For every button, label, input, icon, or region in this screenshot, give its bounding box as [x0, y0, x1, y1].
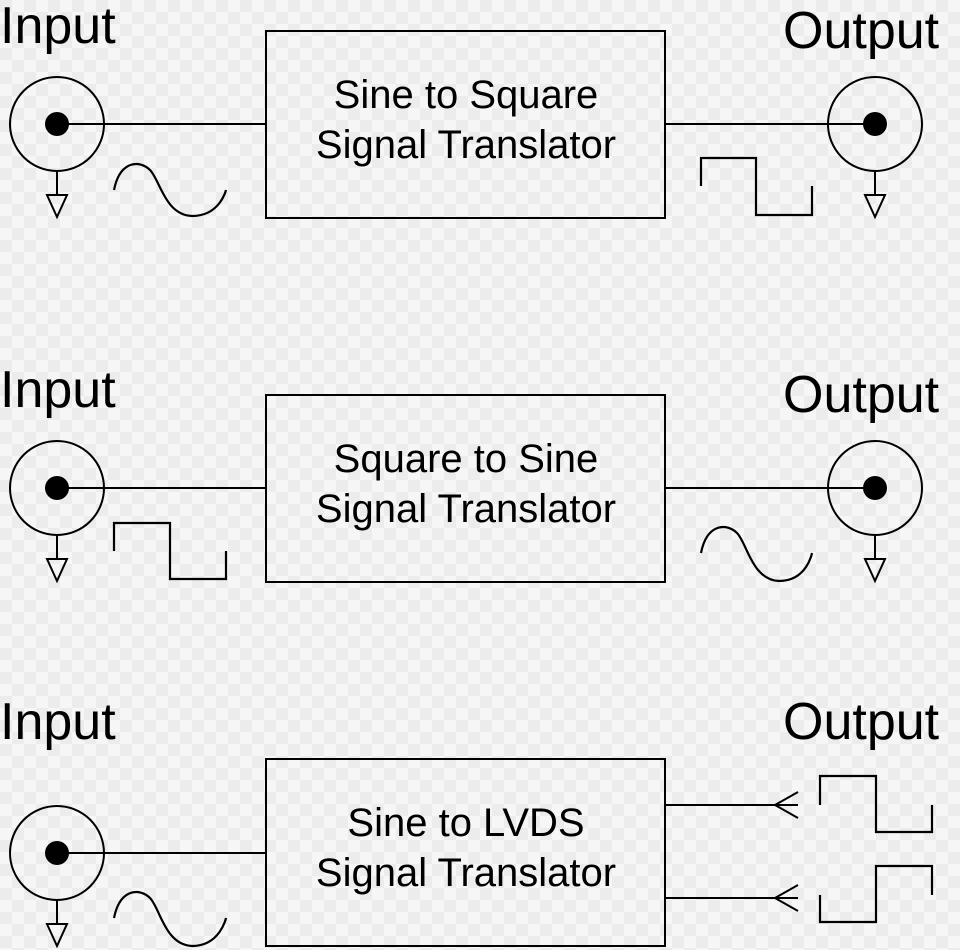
translator-title-line1: Sine to Square [333, 73, 599, 117]
sine-wave-icon [112, 890, 228, 948]
square-wave-icon [818, 864, 934, 924]
row-2 [9, 394, 923, 584]
translator-title-line2: Signal Translator [315, 123, 617, 167]
translator-box [265, 758, 666, 947]
output-ground-icon [863, 171, 887, 220]
translator-title-line1: Sine to LVDS [347, 801, 585, 845]
output-label: Output [783, 693, 940, 751]
input-ground-icon [45, 900, 69, 949]
translator-title-line1: Square to Sine [333, 437, 599, 481]
input-label: Input [0, 693, 116, 751]
output-label: Output [783, 366, 940, 424]
output-ground-icon [863, 535, 887, 584]
arrow-icon [772, 884, 799, 912]
input-label: Input [0, 0, 116, 55]
translator-title: Sine to Square Signal Translator [266, 70, 666, 170]
square-wave-icon [112, 521, 228, 581]
sine-wave-icon [112, 162, 228, 218]
translator-title: Square to Sine Signal Translator [266, 434, 666, 534]
sine-wave-icon [699, 525, 814, 583]
translator-title: Sine to LVDS Signal Translator [266, 798, 666, 898]
row-3 [9, 758, 934, 949]
input-label: Input [0, 361, 116, 419]
input-ground-icon [45, 535, 69, 584]
arrow-icon [772, 791, 799, 819]
output-label: Output [783, 2, 940, 60]
square-wave-icon [699, 156, 814, 217]
translator-title-line2: Signal Translator [315, 851, 617, 895]
translator-title-line2: Signal Translator [315, 487, 617, 531]
row-1 [9, 30, 923, 220]
square-wave-icon [818, 774, 934, 834]
input-ground-icon [45, 171, 69, 220]
